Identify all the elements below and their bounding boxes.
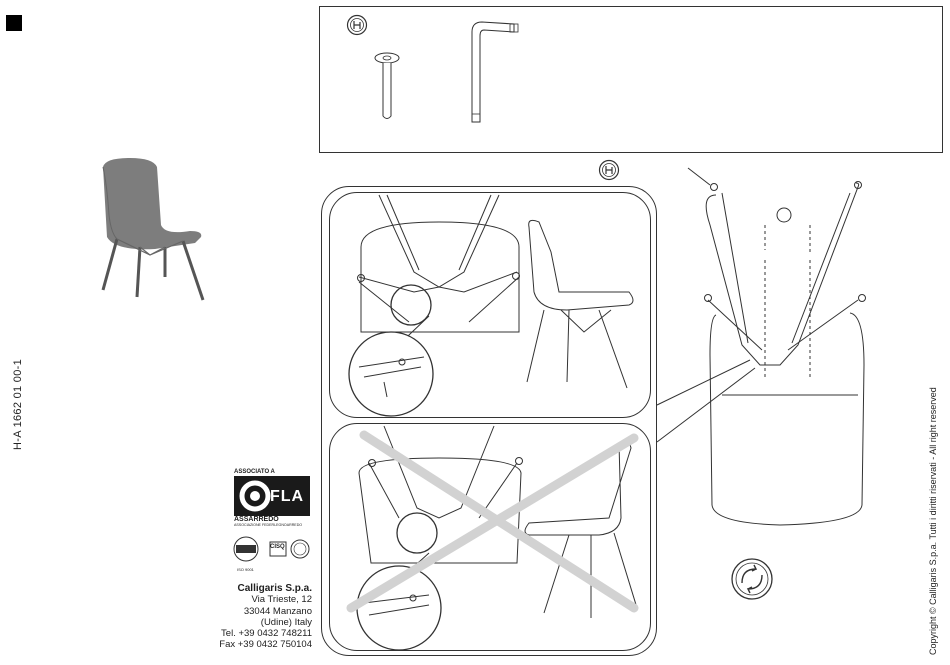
black-square <box>6 15 22 31</box>
assarredo-label: ASSARREDO <box>234 516 279 523</box>
cisq-badge: CISQ <box>270 544 285 550</box>
fla-mark: FLA <box>270 488 304 506</box>
company-name: Calligaris S.p.a. <box>200 583 312 594</box>
rotate-icon <box>730 557 774 601</box>
wrong-assembly-drawing <box>329 423 651 651</box>
hex-key-icon <box>598 159 620 181</box>
bolt-icon <box>373 50 401 122</box>
iso-label: ISO 9001 <box>237 567 254 572</box>
company-phone: Tel. +39 0432 748211 <box>200 628 312 639</box>
hex-key-icon <box>346 14 368 36</box>
company-fax: Fax +39 0432 750104 <box>200 639 312 650</box>
allen-wrench-icon <box>466 18 522 128</box>
document-code: H-A 1662 01 00-1 <box>6 360 28 450</box>
company-city: 33044 Manzano <box>200 606 312 617</box>
company-region: (Udine) Italy <box>200 617 312 628</box>
association-label: ASSOCIATO A <box>234 469 275 475</box>
parts-box <box>319 6 943 153</box>
copyright-notice: Copyright © Calligaris S.p.a. Tutti i di… <box>926 375 942 655</box>
assarredo-sub: ASSOCIAZIONE FEDERLEGNOARREDO <box>234 523 302 527</box>
correct-assembly-drawing <box>329 192 651 418</box>
chair-underside-detail <box>680 165 880 535</box>
company-address: Calligaris S.p.a. Via Trieste, 12 33044 … <box>200 583 312 651</box>
certification-badges <box>232 535 312 571</box>
company-street: Via Trieste, 12 <box>200 594 312 605</box>
chair-photo <box>95 155 210 305</box>
fla-circle-icon <box>238 479 272 513</box>
